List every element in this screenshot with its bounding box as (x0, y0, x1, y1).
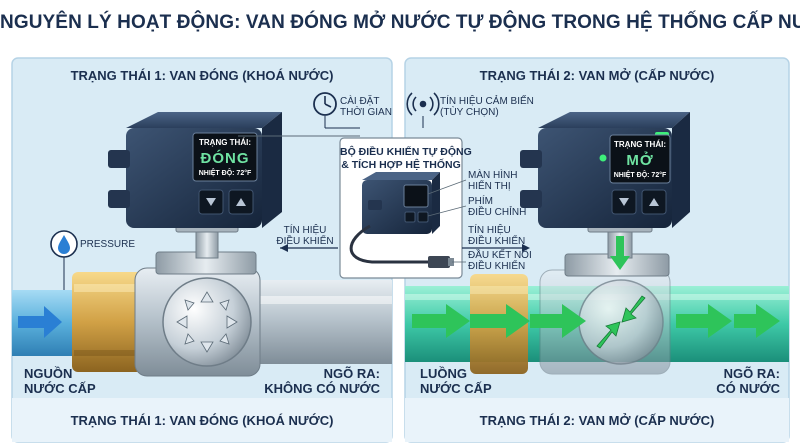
signal-right-line2: ĐIỀU KHIỂN (468, 236, 525, 247)
connector-callout-line1: ĐẦU KẾT NỐI (468, 250, 532, 261)
closed-inlet-label-line2: NƯỚC CẤP (24, 381, 96, 396)
timer-label-line2: THỜI GIAN (340, 107, 392, 118)
closed-state-heading: TRẠNG THÁI 1: VAN ĐÓNG (KHOÁ NƯỚC) (12, 68, 392, 83)
open-inlet-label-line1: LUỒNG (420, 366, 467, 381)
screen-callout-line2: HIỂN THỊ (468, 181, 511, 192)
closed-outlet-pipe (250, 280, 392, 364)
closed-outlet-label-line1: NGÕ RA: (240, 366, 380, 381)
closed-state-footer: TRẠNG THÁI 1: VAN ĐÓNG (KHOÁ NƯỚC) (12, 413, 392, 428)
closed-screen-label: TRẠNG THÁI: (193, 138, 257, 147)
open-state-footer: TRẠNG THÁI 2: VAN MỞ (CẤP NƯỚC) (405, 413, 789, 428)
controller-screen (404, 185, 428, 207)
sensor-label-line1: TÍN HIỆU CẢM BIẾN (440, 96, 534, 107)
closed-outlet-label-line2: KHÔNG CÓ NƯỚC (240, 381, 380, 396)
sensor-label-line2: (TÙY CHỌN) (440, 107, 499, 118)
signal-right-line1: TÍN HIỆU (468, 225, 511, 236)
controller-title-line2: & TÍCH HỢP HỆ THỐNG (340, 159, 462, 172)
closed-screen-temp: NHIỆT ĐỘ: 72°F (193, 170, 257, 177)
status-led-icon (600, 155, 607, 162)
open-screen-temp: NHIỆT ĐỘ: 72°F (610, 172, 670, 179)
open-outlet-label-line2: CÓ NƯỚC (660, 381, 780, 396)
open-screen-label: TRẠNG THÁI: (610, 140, 670, 149)
controller-title-line1: BỘ ĐIỀU KHIỂN TỰ ĐỘNG (340, 146, 462, 159)
control-signal-left-line1: TÍN HIỆU (272, 225, 338, 236)
open-outlet-label-line1: NGÕ RA: (660, 366, 780, 381)
connector-callout-line2: ĐIỀU KHIỂN (468, 261, 525, 272)
screen-callout-line1: MÀN HÌNH (468, 170, 517, 181)
connector-icon (428, 256, 450, 268)
open-state-heading: TRẠNG THÁI 2: VAN MỞ (CẤP NƯỚC) (405, 68, 789, 83)
buttons-callout-line1: PHÍM (468, 196, 493, 207)
closed-inlet-label-line1: NGUỒN (24, 366, 72, 381)
closed-screen-status: ĐÓNG (193, 150, 257, 167)
diagram-title: NGUYÊN LÝ HOẠT ĐỘNG: VAN ĐÓNG MỞ NƯỚC TỰ… (0, 12, 800, 34)
open-screen-status: MỞ (610, 152, 670, 169)
closed-valve-ball (163, 278, 251, 366)
open-valve-ball (579, 280, 663, 364)
pressure-label: PRESSURE (80, 239, 135, 250)
buttons-callout-line2: ĐIỀU CHỈNH (468, 207, 526, 218)
open-inlet-label-line2: NƯỚC CẤP (420, 381, 492, 396)
timer-label-line1: CÀI ĐẶT (340, 96, 379, 107)
control-signal-left-line2: ĐIỀU KHIỂN (272, 236, 338, 247)
